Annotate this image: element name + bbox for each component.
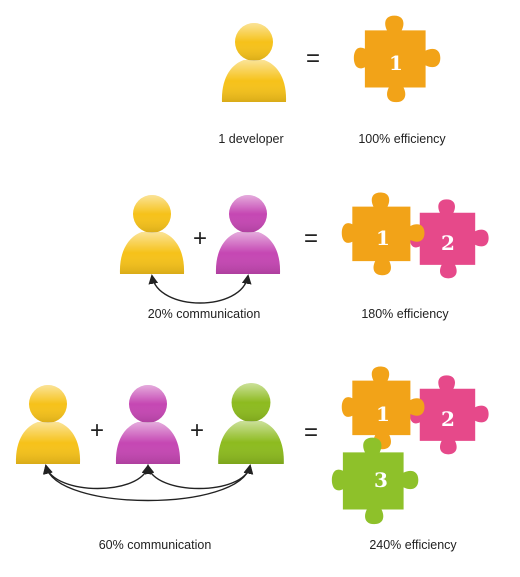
communication-arrow <box>144 464 254 490</box>
piece-number: 1 <box>376 402 390 426</box>
row-2: + = 2 1 20% communication 180% efficienc… <box>119 192 489 321</box>
equals-sign: = <box>304 225 318 252</box>
piece-number: 1 <box>376 226 390 250</box>
piece-number: 2 <box>441 231 455 255</box>
puzzle-piece-icon: 2 <box>409 199 489 279</box>
efficiency-label: 180% efficiency <box>361 307 449 321</box>
row-3: + + = 2 1 3 60% communication 240% effic… <box>15 366 489 552</box>
equals-sign: = <box>306 45 320 72</box>
row-1: = 1 1 developer 100% efficiency <box>218 15 446 146</box>
people-label: 60% communication <box>99 538 212 552</box>
person-icon <box>218 383 284 464</box>
plus-sign: + <box>90 417 104 444</box>
person-icon <box>215 195 281 274</box>
person-icon <box>115 385 181 464</box>
communication-arrow <box>43 464 152 490</box>
puzzle-piece-icon: 1 <box>353 15 441 103</box>
people-label: 1 developer <box>218 132 283 146</box>
person-icon <box>221 23 287 102</box>
piece-number: 1 <box>389 51 403 75</box>
efficiency-label: 240% efficiency <box>369 538 457 552</box>
person-icon <box>15 385 81 464</box>
plus-sign: + <box>190 417 204 444</box>
communication-arrow <box>42 464 254 502</box>
puzzle-piece-icon: 2 <box>409 375 489 455</box>
puzzle-piece-icon: 1 <box>341 192 425 276</box>
puzzle-piece-icon: 3 <box>331 437 419 525</box>
piece-number: 3 <box>374 468 388 492</box>
equals-sign: = <box>304 419 318 446</box>
person-icon <box>119 195 185 274</box>
piece-number: 2 <box>441 407 455 431</box>
people-label: 20% communication <box>148 307 261 321</box>
efficiency-label: 100% efficiency <box>358 132 446 146</box>
plus-sign: + <box>193 225 207 252</box>
communication-arrow <box>148 274 252 304</box>
puzzle-piece-icon: 1 <box>341 366 425 450</box>
